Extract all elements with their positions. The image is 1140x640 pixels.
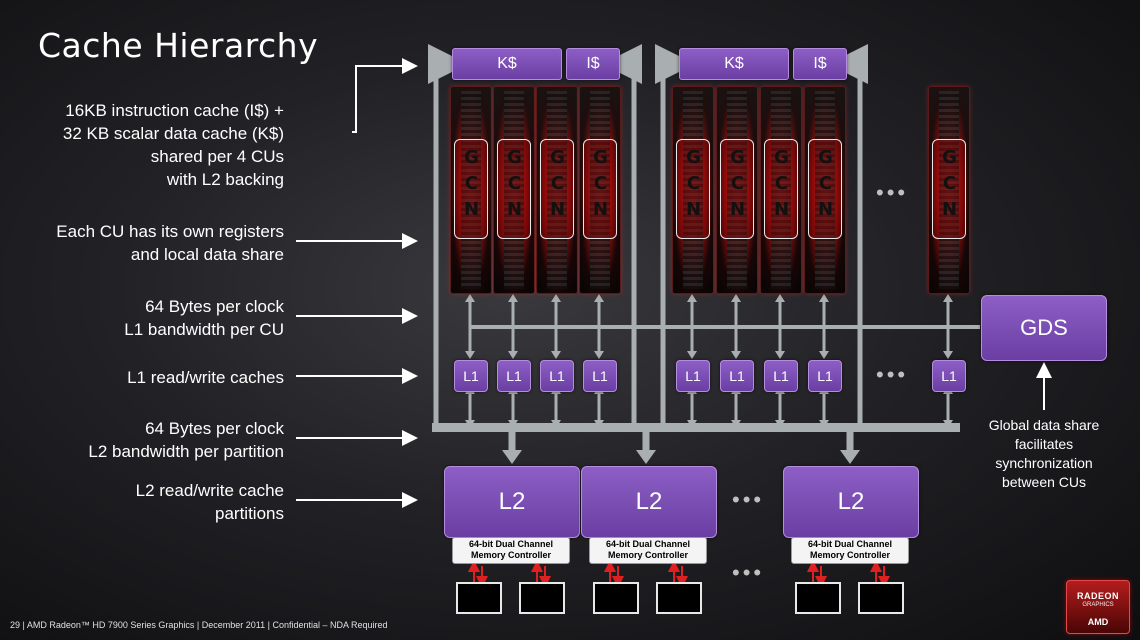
scalar-data-cache-block: K$ [679,48,789,80]
label-registers: Each CU has its own registers and local … [56,220,284,266]
label-line: L2 bandwidth per partition [88,442,284,461]
cu-label: GCN [771,147,792,225]
compute-unit: GCN [450,86,492,294]
cu-label: GCN [504,147,525,225]
l1-cache-block: L1 [676,360,710,392]
memctrl-line: 64-bit Dual Channel [468,539,553,549]
cu-label: GCN [815,147,836,225]
label-l2-caches: L2 read/write cache partitions [136,479,284,525]
instruction-cache-block: I$ [793,48,847,80]
l2-ellipsis: ••• [732,487,765,512]
label-instruction-cache: 16KB instruction cache (I$) + 32 KB scal… [63,99,284,191]
label-line: shared per 4 CUs [150,147,284,166]
logo-text: AMD [1087,617,1109,627]
gds-note-line: Global data share [988,417,1100,433]
page-title: Cache Hierarchy [38,26,319,65]
l1-cache-block: L1 [764,360,798,392]
label-line: and local data share [130,245,284,264]
memctrl-line: Memory Controller [470,550,551,560]
footer-text: 29 | AMD Radeon™ HD 7900 Series Graphics… [10,620,388,630]
label-line: Each CU has its own registers [56,222,284,241]
gds-note: Global data share facilitates synchroniz… [966,416,1122,492]
cu-label: GCN [461,147,482,225]
compute-unit: GCN [804,86,846,294]
compute-unit: GCN [579,86,621,294]
label-line: L1 read/write caches [127,368,284,387]
l1-cache-block: L1 [454,360,488,392]
l2-cache-block: L2 [783,466,919,538]
radeon-logo: RADEON GRAPHICS AMD [1066,580,1130,634]
dram-chip [519,582,565,614]
dram-chip [656,582,702,614]
cu-label: GCN [727,147,748,225]
cu-label: GCN [547,147,568,225]
label-line: L1 bandwidth per CU [124,320,284,339]
l2-cache-block: L2 [581,466,717,538]
l1-cache-block: L1 [720,360,754,392]
l1-ellipsis: ••• [876,362,909,387]
l1-cache-block: L1 [583,360,617,392]
compute-unit: GCN [716,86,758,294]
l2-cache-block: L2 [444,466,580,538]
cu-ellipsis: ••• [876,180,909,205]
gds-note-line: facilitates [1014,436,1074,452]
label-l2-bandwidth: 64 Bytes per clock L2 bandwidth per part… [88,417,284,463]
dram-chip [795,582,841,614]
l1-cache-block: L1 [932,360,966,392]
compute-unit: GCN [760,86,802,294]
dram-chip [593,582,639,614]
memctrl-line: 64-bit Dual Channel [605,539,690,549]
l1-cache-block: L1 [808,360,842,392]
memory-ellipsis: ••• [732,560,765,585]
compute-unit: GCN [928,86,970,294]
instruction-cache-block: I$ [566,48,620,80]
scalar-data-cache-block: K$ [452,48,562,80]
compute-unit: GCN [493,86,535,294]
l1-cache-block: L1 [497,360,531,392]
label-l1-caches: L1 read/write caches [127,366,284,389]
dram-chip [456,582,502,614]
cu-label: GCN [939,147,960,225]
gds-note-line: synchronization [995,455,1093,471]
gds-block: GDS [981,295,1107,361]
label-line: 16KB instruction cache (I$) + [65,101,284,120]
label-line: partitions [215,504,284,523]
label-line: L2 read/write cache [135,481,284,500]
label-line: 64 Bytes per clock [145,297,284,316]
compute-unit: GCN [672,86,714,294]
l2-bus [432,423,960,432]
logo-text: GRAPHICS [1082,602,1114,608]
label-line: 64 Bytes per clock [145,419,284,438]
memctrl-line: Memory Controller [809,550,890,560]
l1-cache-block: L1 [540,360,574,392]
memctrl-line: Memory Controller [607,550,688,560]
cu-label: GCN [590,147,611,225]
compute-unit: GCN [536,86,578,294]
label-l1-bandwidth: 64 Bytes per clock L1 bandwidth per CU [124,295,284,341]
label-line: with L2 backing [166,170,284,189]
memctrl-line: 64-bit Dual Channel [807,539,892,549]
logo-text: RADEON [1076,591,1119,601]
label-arrow [352,58,418,133]
label-line: 32 KB scalar data cache (K$) [62,124,284,143]
cu-label: GCN [683,147,704,225]
dram-chip [858,582,904,614]
gds-note-line: between CUs [1001,474,1087,490]
